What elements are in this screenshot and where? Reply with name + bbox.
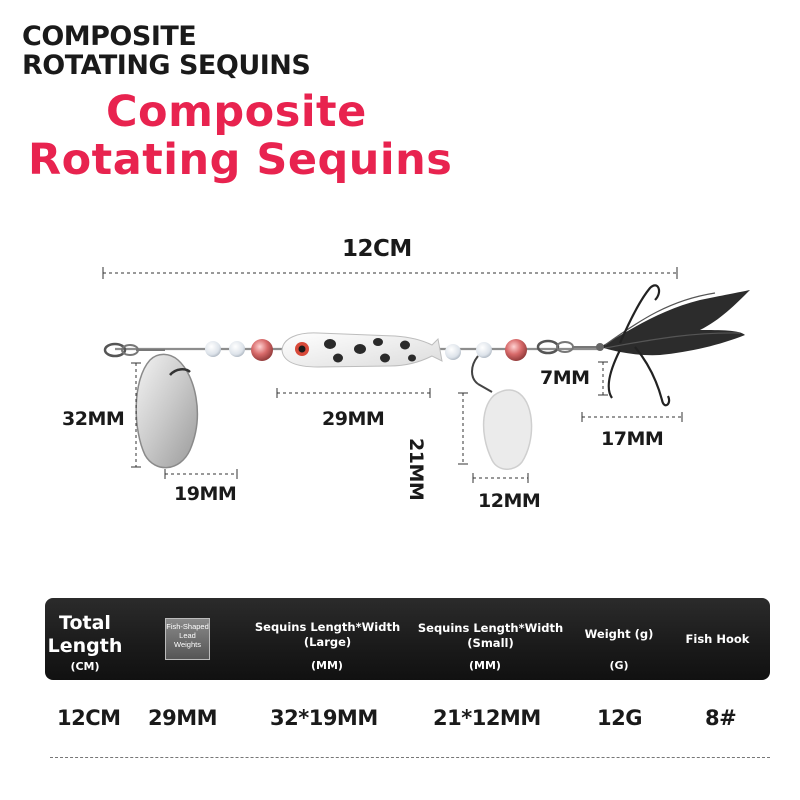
page-subtitle: Composite Rotating Sequins xyxy=(28,88,452,184)
value-fish-hook: 8# xyxy=(705,706,737,730)
value-large-sequins: 32*19MM xyxy=(270,706,378,730)
large-sequin-width-guide xyxy=(164,469,238,479)
small-sequin-icon xyxy=(471,355,533,470)
body-length-label: 29MM xyxy=(322,408,385,430)
header-total-length: Total Length xyxy=(47,612,123,657)
value-weight: 12G xyxy=(597,706,642,730)
subtitle-line-2: Rotating Sequins xyxy=(28,135,453,185)
body-length-guide xyxy=(276,388,431,398)
small-sequin-length-guide xyxy=(458,392,468,465)
fish-body-icon xyxy=(281,332,443,368)
header-weight-unit: (G) xyxy=(609,659,629,672)
spec-table-header: Total Length (CM) Fish-Shaped Lead Weigh… xyxy=(45,598,770,680)
red-bead xyxy=(251,339,273,361)
swivel-right-icon xyxy=(536,339,600,355)
value-lead-weights: 29MM xyxy=(148,706,218,730)
subtitle-line-1: Composite xyxy=(106,87,367,137)
hook-length-label: 17MM xyxy=(601,428,664,450)
hook-gap-label: 7MM xyxy=(540,367,590,389)
title-line-1: COMPOSITE xyxy=(22,21,197,52)
header-small-sequins: Sequins Length*Width (Small) xyxy=(417,621,564,650)
small-sequin-length-label: 21MM xyxy=(405,438,427,501)
header-large-sequins: Sequins Length*Width (Large) xyxy=(254,620,401,649)
hook-length-guide xyxy=(581,412,683,422)
large-sequin-width-label: 19MM xyxy=(174,483,237,505)
value-total-length: 12CM xyxy=(57,706,121,730)
large-sequin-icon xyxy=(135,353,199,469)
header-small-unit: (MM) xyxy=(469,659,501,672)
lure-illustration xyxy=(102,267,750,483)
clear-bead xyxy=(205,341,221,357)
title-line-2: ROTATING SEQUINS xyxy=(22,50,311,81)
header-fish-hook: Fish Hook xyxy=(685,632,750,646)
header-large-unit: (MM) xyxy=(311,659,343,672)
total-length-guide xyxy=(102,267,678,279)
large-sequin-length-label: 32MM xyxy=(62,408,125,430)
clear-bead xyxy=(229,341,245,357)
red-bead xyxy=(505,339,527,361)
clear-bead xyxy=(476,342,492,358)
total-length-label: 12CM xyxy=(342,236,412,262)
header-lead-weights: Fish-Shaped Lead Weights xyxy=(165,618,210,660)
small-sequin-width-label: 12MM xyxy=(478,490,541,512)
swivel-left-icon xyxy=(103,342,165,358)
value-small-sequins: 21*12MM xyxy=(433,706,541,730)
clear-bead xyxy=(445,344,461,360)
table-bottom-rule xyxy=(50,757,770,758)
hook-gap-guide xyxy=(598,361,608,396)
large-sequin-length-guide xyxy=(131,362,141,468)
page-title: COMPOSITE ROTATING SEQUINS xyxy=(22,21,311,81)
feather-hook-icon xyxy=(596,284,750,407)
header-weight: Weight (g) xyxy=(584,627,654,641)
header-total-length-unit: (CM) xyxy=(70,660,100,673)
small-sequin-width-guide xyxy=(472,473,529,483)
